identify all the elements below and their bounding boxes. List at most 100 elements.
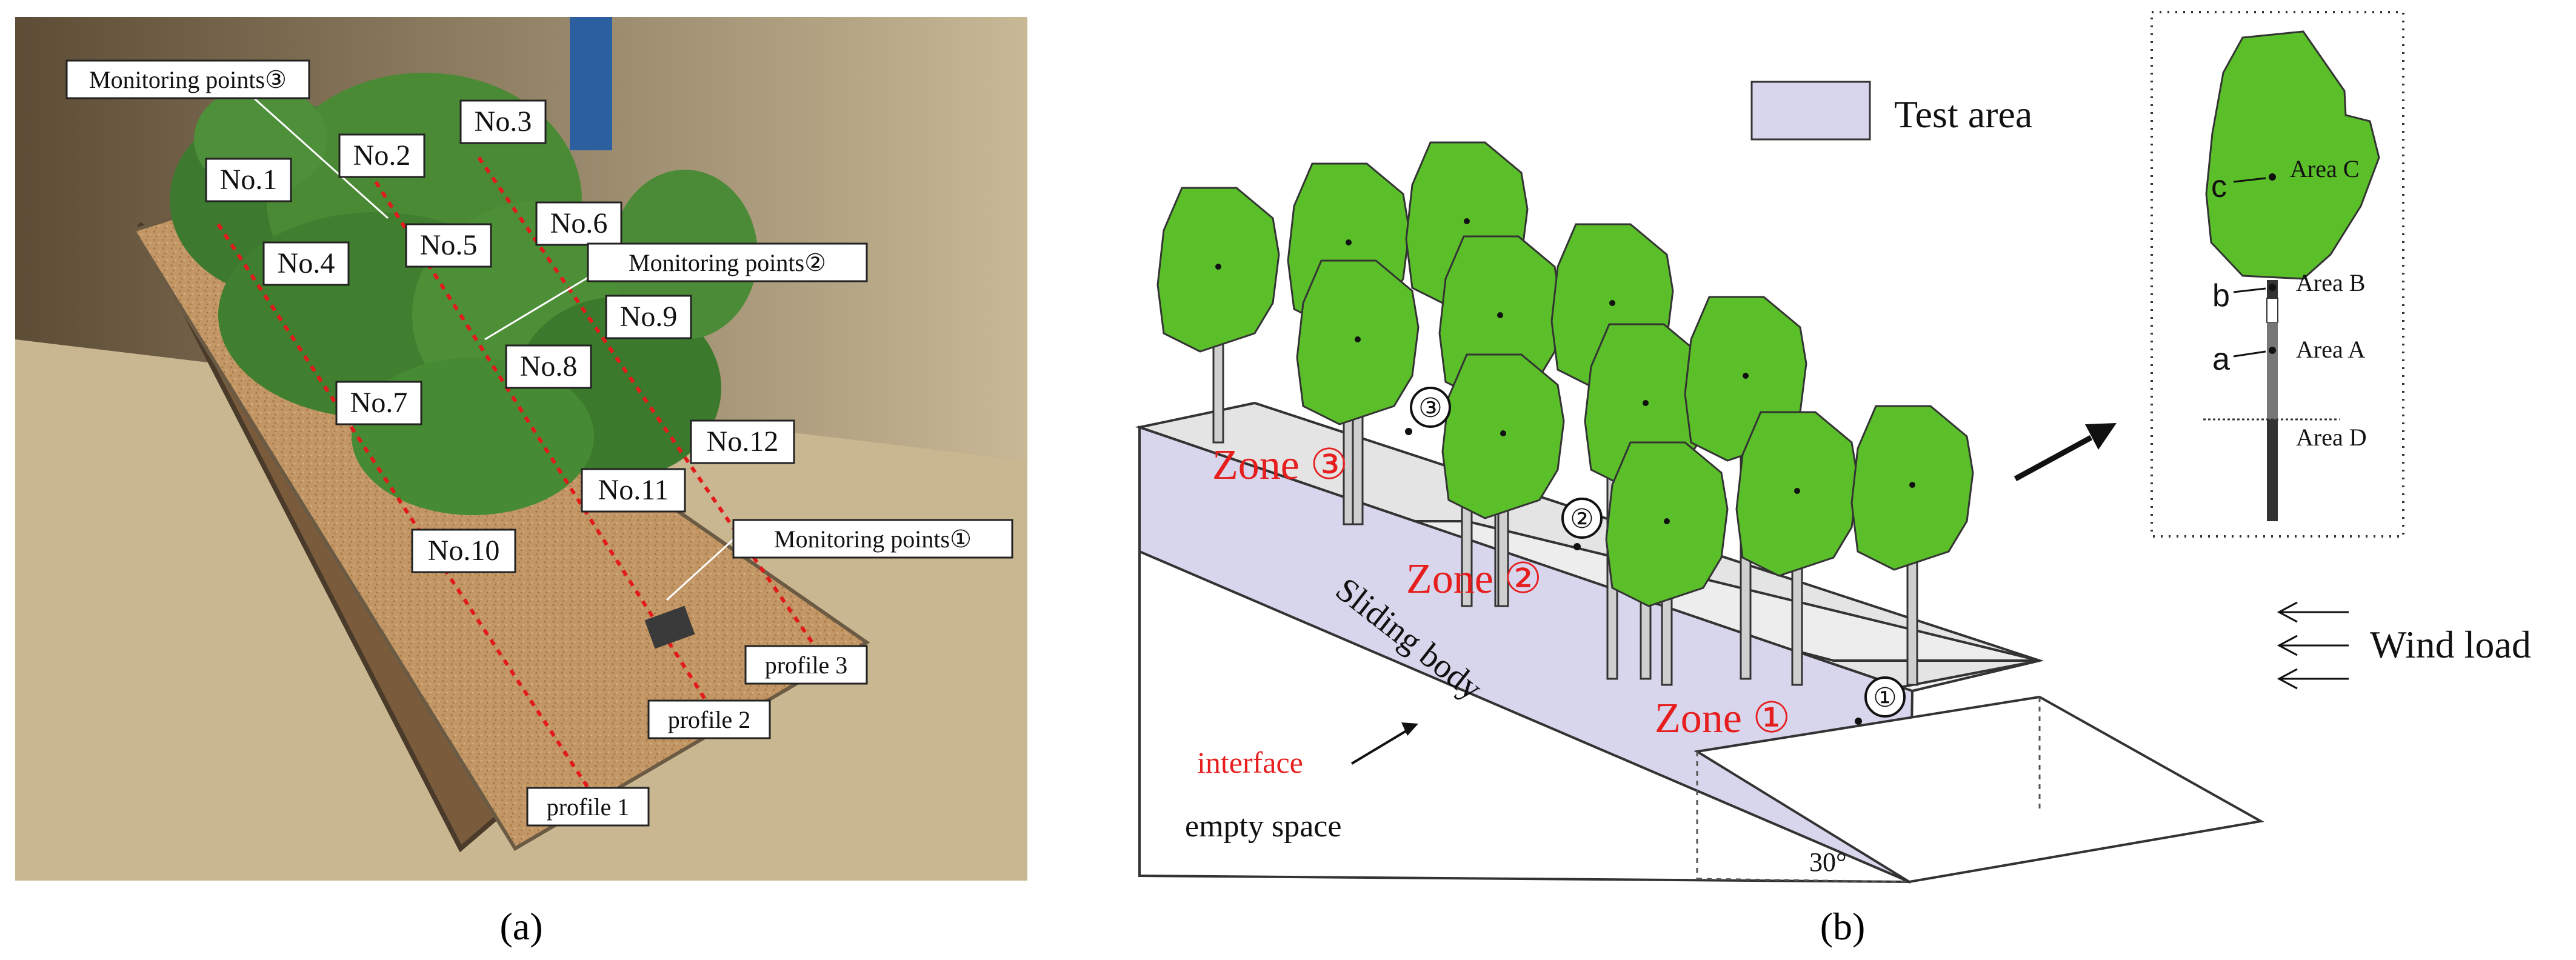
tree-center-point bbox=[1909, 482, 1915, 488]
monitoring-point-1-label: Monitoring points① bbox=[732, 519, 1013, 559]
tree bbox=[1296, 259, 1420, 525]
tree-label: No.7 bbox=[335, 381, 422, 425]
tree-center-point bbox=[1500, 430, 1506, 436]
tree bbox=[1850, 405, 1974, 686]
svg-text:No.5: No.5 bbox=[420, 229, 478, 261]
tree-label: No.3 bbox=[459, 99, 547, 144]
svg-text:No.2: No.2 bbox=[353, 139, 411, 172]
svg-text:①: ① bbox=[1873, 683, 1897, 713]
inset-area-d: Area D bbox=[2296, 424, 2367, 451]
svg-text:No.1: No.1 bbox=[220, 164, 278, 196]
tree-labels: No.1 No.2 No.3 No.4 No.5 No.6 No.7 No.8 … bbox=[205, 99, 795, 573]
empty-space-label: empty space bbox=[1185, 809, 1341, 844]
tree-trunk bbox=[1906, 556, 1918, 686]
tree-label: No.12 bbox=[690, 419, 795, 464]
svg-text:No.3: No.3 bbox=[475, 105, 532, 138]
monitor-marker-2: ② bbox=[1561, 498, 1603, 550]
tree-trunk bbox=[1212, 338, 1224, 444]
svg-text:No.12: No.12 bbox=[707, 425, 779, 458]
profile-labels: profile 1 profile 2 profile 3 bbox=[526, 645, 868, 827]
slope-model bbox=[1135, 401, 2264, 884]
tree-label: No.5 bbox=[405, 223, 492, 268]
wind-load-label: Wind load bbox=[2370, 623, 2531, 666]
panel-b: Test area ③ bbox=[1135, 11, 2531, 948]
tree-center-point bbox=[1643, 400, 1649, 406]
inset-pointer-arrow bbox=[2014, 435, 2093, 481]
svg-text:②: ② bbox=[1570, 504, 1593, 534]
inset-arrow-c bbox=[2233, 177, 2266, 183]
tree-trunk bbox=[1352, 411, 1364, 525]
slope-hidden-edges bbox=[1696, 697, 2041, 883]
inset-canopy bbox=[2205, 30, 2380, 280]
profile-label: profile 3 bbox=[744, 645, 868, 685]
zone-1-label: Zone ① bbox=[1655, 695, 1790, 742]
tree-label: No.4 bbox=[262, 241, 350, 286]
tree-label: No.2 bbox=[338, 133, 425, 178]
tree-center-point bbox=[1215, 264, 1221, 270]
zone-3-label: Zone ③ bbox=[1212, 442, 1348, 488]
svg-text:No.10: No.10 bbox=[428, 535, 500, 567]
inset-pointer-arrowhead bbox=[2085, 423, 2117, 450]
profile-label: profile 2 bbox=[647, 699, 771, 739]
inset-trunk-base bbox=[2267, 419, 2278, 521]
tree-label: No.11 bbox=[581, 468, 686, 513]
svg-text:profile 1: profile 1 bbox=[547, 793, 630, 821]
interface-label: interface bbox=[1197, 745, 1303, 779]
svg-text:No.6: No.6 bbox=[550, 207, 608, 239]
monitoring-point-2-label: Monitoring points② bbox=[587, 242, 868, 282]
blue-pillar bbox=[570, 17, 612, 150]
tree-label: No.8 bbox=[505, 344, 592, 389]
inset-area-b: Area B bbox=[2296, 269, 2365, 296]
inset-letter-c: c bbox=[2211, 169, 2227, 204]
inset-arrow-b bbox=[2233, 287, 2266, 293]
caption-b: (b) bbox=[1820, 905, 1866, 948]
inset-letter-b: b bbox=[2212, 278, 2230, 313]
tree-trunk bbox=[1791, 562, 1803, 686]
inset-area-c: Area C bbox=[2290, 155, 2359, 182]
monitoring-pointer-lines bbox=[241, 87, 735, 601]
legend-label: Test area bbox=[1894, 93, 2032, 136]
interface-arrowhead bbox=[1401, 722, 1418, 736]
monitoring-point-3-label: Monitoring points③ bbox=[65, 59, 310, 99]
tree-center-point bbox=[1794, 488, 1800, 494]
zone-2-label: Zone ② bbox=[1406, 556, 1542, 602]
svg-text:No.8: No.8 bbox=[520, 350, 578, 382]
tree-label: No.10 bbox=[411, 528, 516, 573]
inset-trunk-gray bbox=[2267, 322, 2278, 419]
inset-trunk-white bbox=[2266, 298, 2278, 323]
inset-frame bbox=[2151, 11, 2404, 538]
profile-label: profile 1 bbox=[526, 787, 650, 827]
empty-space bbox=[1138, 549, 1910, 883]
svg-text:Monitoring points③: Monitoring points③ bbox=[89, 66, 287, 93]
inset-point-c bbox=[2269, 173, 2276, 181]
tree-center-point bbox=[1346, 239, 1352, 245]
wind-arrows bbox=[2277, 601, 2349, 690]
svg-text:No.4: No.4 bbox=[278, 247, 335, 279]
tree-center-point bbox=[1355, 336, 1361, 342]
tree bbox=[1156, 187, 1280, 444]
inset-arrow-a bbox=[2233, 350, 2266, 358]
inset-point-b bbox=[2269, 284, 2276, 291]
slope-right-face bbox=[1693, 695, 2264, 884]
tree-center-point bbox=[1497, 312, 1503, 318]
legend-swatch bbox=[1750, 81, 1871, 141]
svg-text:No.7: No.7 bbox=[350, 387, 408, 419]
trees bbox=[1156, 141, 1974, 686]
angle-label: 30° bbox=[1809, 847, 1847, 877]
monitoring-point-labels: Monitoring points③ Monitoring points② Mo… bbox=[65, 59, 1013, 559]
tree-trunk bbox=[1661, 593, 1673, 686]
svg-text:Monitoring points①: Monitoring points① bbox=[774, 525, 972, 553]
svg-text:No.9: No.9 bbox=[620, 301, 678, 333]
inset-letter-a: a bbox=[2212, 342, 2230, 377]
svg-text:profile 3: profile 3 bbox=[765, 652, 848, 679]
tree-center-point bbox=[1664, 518, 1670, 524]
monitor-marker-1: ① bbox=[1855, 676, 1906, 725]
inset-area-a: Area A bbox=[2296, 336, 2366, 363]
svg-text:profile 2: profile 2 bbox=[668, 706, 751, 733]
tree bbox=[1605, 441, 1729, 686]
tree-center-point bbox=[1743, 373, 1749, 379]
tree-center-point bbox=[1609, 300, 1615, 306]
tree bbox=[1735, 411, 1859, 686]
svg-text:Monitoring points②: Monitoring points② bbox=[629, 249, 826, 276]
